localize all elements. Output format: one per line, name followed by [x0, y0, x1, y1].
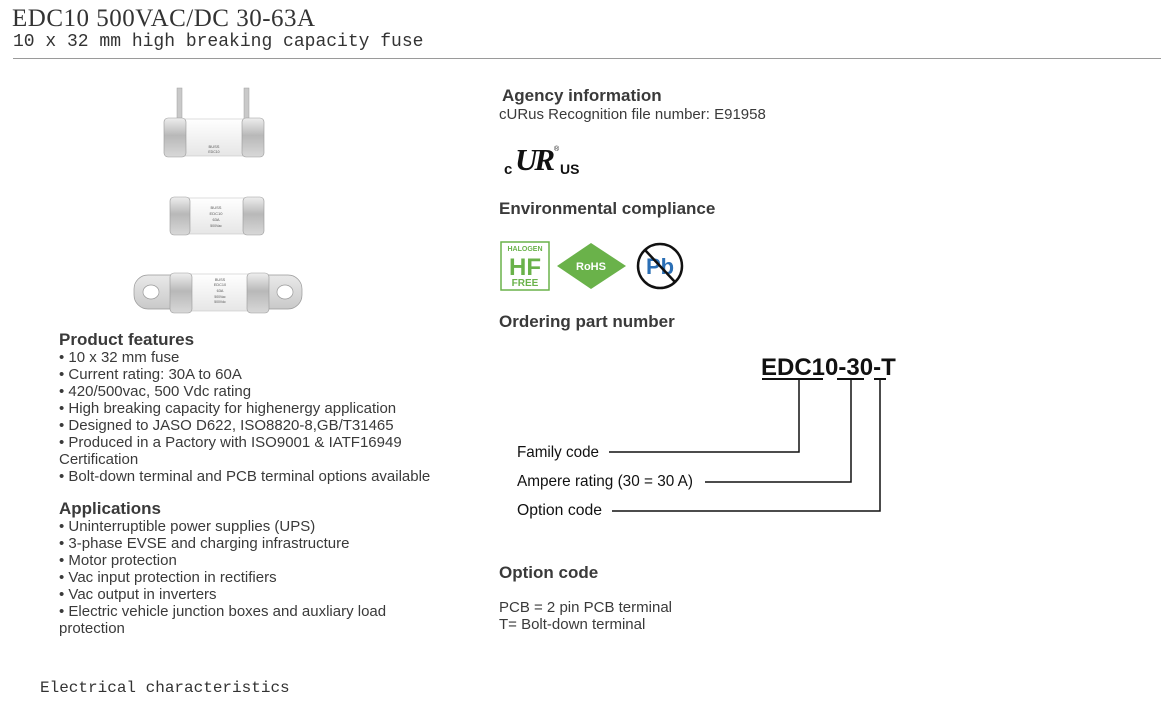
electrical-characteristics-heading: Electrical characteristics — [40, 679, 290, 697]
fuse-product-images: BUSS EDC10 BUSS EDC10 63A 500Vac BUSS ED… — [133, 87, 303, 314]
halogen-free-bottom-text: FREE — [512, 278, 539, 289]
header-divider — [13, 58, 1161, 59]
list-item: 3-phase EVSE and charging infrastructure — [59, 535, 439, 552]
ampere-rating-label: Ampere rating (30 = 30 A) — [517, 473, 693, 490]
list-item: Vac input protection in rectifiers — [59, 569, 439, 586]
curus-logo-us: US — [560, 161, 579, 177]
applications-title: Applications — [59, 499, 162, 518]
rohs-text: RoHS — [576, 261, 606, 273]
part-number-family: EDC10 — [761, 354, 838, 381]
list-item: 420/500vac, 500 Vdc rating — [59, 383, 479, 400]
applications-list: Uninterruptible power supplies (UPS) 3-p… — [59, 518, 439, 637]
compliance-badges: HALOGEN HF FREE RoHS Pb — [500, 241, 684, 291]
curus-logo-registered: ® — [554, 145, 560, 153]
agency-section: Agency information cURus Recognition fil… — [499, 86, 766, 123]
curus-logo-c: c — [504, 161, 512, 178]
option-code-label: Option code — [517, 502, 602, 519]
fuse-bolt-label-vac: 500Vac — [214, 295, 226, 299]
part-number: EDC10-30-T — [761, 354, 896, 381]
list-item: 10 x 32 mm fuse — [59, 349, 479, 366]
option-code-title: Option code — [499, 563, 599, 582]
halogen-free-mid-text: HF — [509, 254, 541, 281]
environmental-section: Environmental compliance — [499, 199, 715, 219]
lead-free-icon: Pb — [636, 242, 684, 290]
part-number-diagram: EDC10-30-T Family code Ampere rating (30… — [517, 354, 896, 519]
product-features-title: Product features — [59, 330, 195, 349]
fuse-bolt-down-image: BUSS EDC10 63A 500Vac 500Vdc — [133, 272, 303, 314]
part-number-sep2: - — [873, 354, 881, 381]
fuse-cartridge-label-brand: BUSS — [211, 205, 222, 210]
list-item: Electric vehicle junction boxes and auxl… — [59, 603, 439, 637]
product-features-section: Product features 10 x 32 mm fuse Current… — [59, 330, 479, 485]
list-item: Produced in a Pactory with ISO9001 & IAT… — [59, 434, 479, 468]
list-item: High breaking capacity for highenergy ap… — [59, 400, 479, 417]
fuse-bolt-label-brand: BUSS — [215, 278, 226, 282]
fuse-cartridge-label-model: EDC10 — [210, 211, 224, 216]
page-title: EDC10 500VAC/DC 30-63A — [12, 5, 316, 32]
fuse-cartridge-label-volt: 500Vac — [210, 224, 222, 228]
fuse-bolt-label-amp: 63A — [217, 289, 224, 293]
curus-logo-icon: c UR ® US — [504, 142, 579, 178]
option-code-list: PCB = 2 pin PCB terminal T= Bolt-down te… — [499, 599, 672, 633]
agency-title: Agency information — [502, 86, 662, 105]
part-number-option: T — [881, 354, 896, 381]
list-item: Motor protection — [59, 552, 439, 569]
list-item: Vac output in inverters — [59, 586, 439, 603]
part-number-amp: 30 — [846, 354, 873, 381]
fuse-bolt-label-vdc: 500Vdc — [214, 300, 226, 304]
part-number-sep1: - — [838, 354, 846, 381]
option-code-section: Option code — [499, 563, 598, 583]
curus-logo-mark: UR — [515, 142, 554, 177]
fuse-pcb-label-brand: BUSS — [209, 144, 220, 149]
family-code-label: Family code — [517, 444, 599, 461]
list-item: Designed to JASO D622, ISO8820-8,GB/T314… — [59, 417, 479, 434]
environmental-title: Environmental compliance — [499, 199, 716, 218]
halogen-free-icon: HALOGEN HF FREE — [500, 241, 550, 291]
fuse-cartridge-image: BUSS EDC10 63A 500Vac — [169, 196, 265, 236]
fuse-bolt-label-model: EDC10 — [214, 283, 226, 287]
list-item: Uninterruptible power supplies (UPS) — [59, 518, 439, 535]
ordering-title: Ordering part number — [499, 312, 675, 331]
halogen-free-top-text: HALOGEN — [508, 246, 543, 253]
option-code-line: T= Bolt-down terminal — [499, 616, 646, 633]
product-features-list: 10 x 32 mm fuse Current rating: 30A to 6… — [59, 349, 479, 485]
page-subtitle: 10 x 32 mm high breaking capacity fuse — [13, 32, 424, 52]
fuse-pcb-label-model: EDC10 — [208, 150, 219, 154]
fuse-cartridge-label-amp: 63A — [212, 217, 219, 222]
list-item: Current rating: 30A to 60A — [59, 366, 479, 383]
option-code-line: PCB = 2 pin PCB terminal — [499, 599, 672, 616]
agency-file-number: cURus Recognition file number: E91958 — [499, 106, 766, 123]
list-item: Bolt-down terminal and PCB terminal opti… — [59, 468, 479, 485]
rohs-icon: RoHS — [557, 243, 626, 289]
applications-section: Applications Uninterruptible power suppl… — [59, 499, 439, 637]
ordering-section: Ordering part number — [499, 312, 675, 332]
fuse-pcb-terminal-image: BUSS EDC10 — [163, 87, 265, 158]
